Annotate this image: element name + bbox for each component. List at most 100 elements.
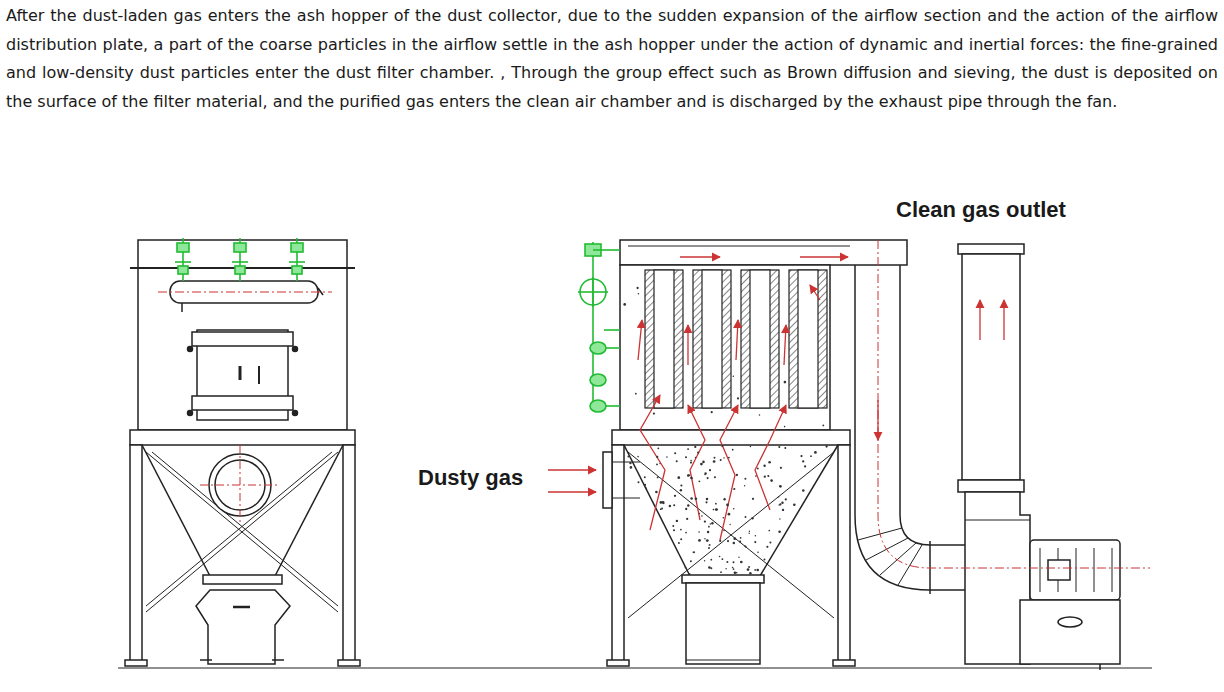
dust-dot bbox=[680, 529, 682, 531]
dust-dot bbox=[702, 461, 705, 464]
inlet-label: Dusty gas bbox=[418, 464, 543, 492]
dust-dot bbox=[733, 537, 736, 540]
dust-dot bbox=[802, 489, 805, 492]
outlet-label: Clean gas outlet bbox=[896, 196, 1096, 224]
dust-dot bbox=[704, 520, 706, 522]
dust-dot bbox=[629, 462, 631, 464]
dust-dot bbox=[763, 465, 765, 467]
dust-dot bbox=[706, 539, 709, 542]
dust-dot bbox=[713, 460, 716, 463]
dust-dot bbox=[653, 413, 655, 415]
dust-dot bbox=[680, 489, 682, 491]
dust-dot bbox=[825, 445, 827, 447]
dust-dot bbox=[635, 393, 637, 395]
dust-dot bbox=[778, 446, 780, 448]
dust-dot bbox=[709, 544, 711, 546]
dust-dot bbox=[656, 463, 658, 465]
side-view bbox=[125, 240, 360, 666]
dust-dot bbox=[764, 559, 766, 561]
dust-dot bbox=[638, 293, 640, 295]
dust-dot bbox=[707, 477, 709, 479]
dust-dot bbox=[714, 457, 716, 459]
dust-dot bbox=[759, 414, 761, 416]
dust-dot bbox=[784, 426, 786, 428]
dust-dot bbox=[754, 569, 756, 571]
dust-dot bbox=[698, 539, 701, 542]
dust-dot bbox=[738, 556, 739, 557]
description-paragraph: After the dust-laden gas enters the ash … bbox=[6, 2, 1218, 116]
dust-dot bbox=[748, 566, 750, 568]
dust-dot bbox=[754, 541, 756, 543]
dust-dot bbox=[657, 447, 659, 449]
dust-dot bbox=[779, 518, 780, 519]
dust-dot bbox=[686, 518, 688, 520]
dust-dot bbox=[699, 513, 700, 514]
dust-dot bbox=[740, 561, 743, 564]
dust-dot bbox=[720, 459, 722, 461]
dust-dot bbox=[659, 463, 660, 464]
dust-dot bbox=[706, 498, 709, 501]
dust-dot bbox=[749, 572, 751, 574]
dust-dot bbox=[757, 552, 759, 554]
dust-dot bbox=[737, 397, 739, 399]
dust-dot bbox=[697, 452, 699, 454]
pulse-valves bbox=[175, 238, 305, 281]
dust-dot bbox=[779, 503, 781, 505]
dust-dot bbox=[711, 522, 713, 524]
dust-dot bbox=[690, 462, 692, 464]
dust-dot bbox=[814, 451, 817, 454]
dust-dot bbox=[660, 501, 663, 504]
dust-dot bbox=[769, 541, 771, 543]
dust-dot bbox=[715, 503, 717, 505]
dust-dot bbox=[766, 546, 768, 548]
dust-dot bbox=[747, 568, 750, 571]
dust-dot bbox=[750, 446, 752, 448]
dust-dot bbox=[733, 568, 735, 570]
dust-dot bbox=[781, 502, 783, 504]
dust-dot bbox=[716, 509, 718, 511]
dust-dot bbox=[678, 542, 680, 544]
dust-dot bbox=[680, 538, 682, 540]
dust-dot bbox=[623, 303, 626, 306]
pulse-valves bbox=[578, 242, 620, 412]
dust-dot bbox=[744, 478, 746, 480]
dust-dot bbox=[636, 287, 638, 289]
dust-dot bbox=[744, 485, 745, 486]
dust-dot bbox=[714, 476, 716, 478]
dust-dot bbox=[704, 474, 705, 475]
dust-dot bbox=[708, 566, 711, 569]
dust-dot bbox=[800, 455, 802, 457]
dust-dot bbox=[713, 509, 715, 511]
dust-dot bbox=[721, 445, 723, 447]
dust-dot bbox=[749, 530, 750, 531]
dust-dot bbox=[723, 457, 724, 458]
dust-dot bbox=[744, 545, 746, 547]
dust-dot bbox=[687, 504, 690, 507]
dust-dot bbox=[727, 540, 729, 542]
dust-dot bbox=[726, 561, 728, 563]
dust-dot bbox=[736, 474, 738, 476]
dust-dot bbox=[782, 509, 784, 511]
dust-particles bbox=[623, 287, 827, 575]
dust-dot bbox=[685, 532, 687, 534]
dust-dot bbox=[687, 448, 689, 450]
dust-dot bbox=[822, 425, 824, 427]
dust-dot bbox=[698, 480, 700, 482]
dust-dot bbox=[698, 531, 700, 533]
dust-dot bbox=[779, 485, 782, 488]
dust-dot bbox=[785, 498, 787, 500]
dust-dot bbox=[733, 561, 735, 563]
dust-dot bbox=[661, 508, 663, 510]
dust-dot bbox=[690, 460, 692, 462]
dust-dot bbox=[688, 474, 690, 476]
dust-dot bbox=[704, 538, 705, 539]
dust-dot bbox=[740, 537, 742, 539]
dust-dot bbox=[804, 465, 806, 467]
dust-dot bbox=[676, 520, 678, 522]
dust-dot bbox=[690, 497, 693, 500]
dust-dot bbox=[733, 542, 735, 544]
dust-dot bbox=[732, 449, 734, 451]
dust-dot bbox=[768, 461, 771, 464]
dust-dot bbox=[637, 456, 639, 458]
dust-dot bbox=[677, 476, 680, 479]
